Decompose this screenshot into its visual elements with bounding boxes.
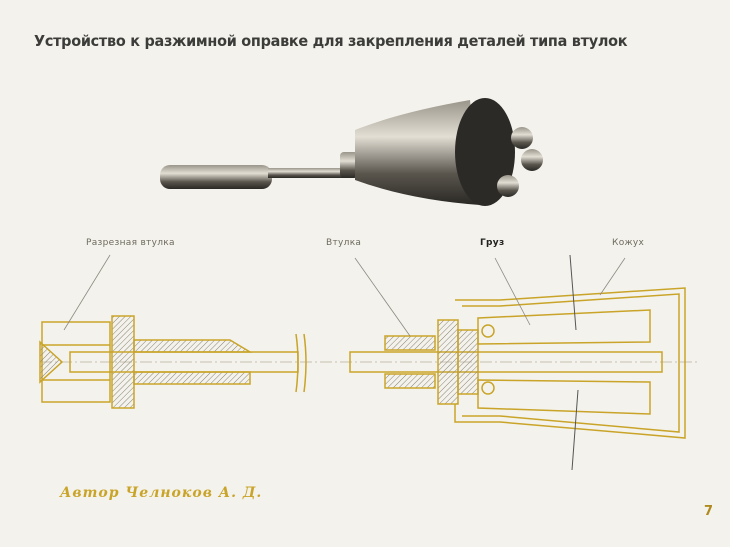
label-split-sleeve: Разрезная втулка xyxy=(86,238,175,248)
device-photo xyxy=(160,98,543,206)
slide-title: Устройство к разжимной оправке для закре… xyxy=(34,32,628,50)
label-weight: Груз xyxy=(480,238,505,248)
page-number: 7 xyxy=(704,504,714,519)
cross-section-drawing xyxy=(39,254,700,471)
label-casing: Кожух xyxy=(612,238,645,248)
author-credit: Автор Челноков А. Д. xyxy=(60,485,263,501)
label-sleeve: Втулка xyxy=(326,238,362,248)
leader-lines xyxy=(63,254,626,337)
